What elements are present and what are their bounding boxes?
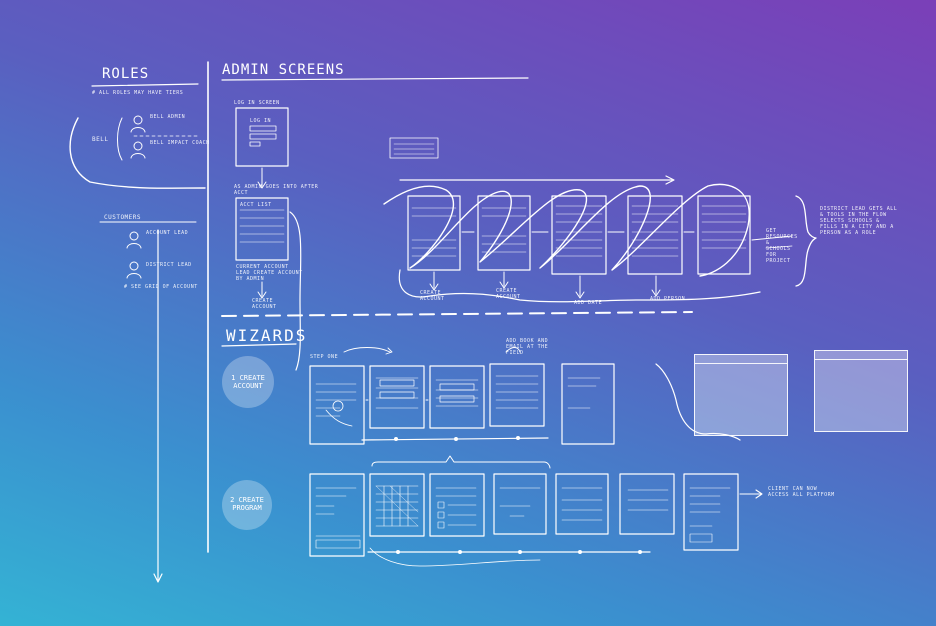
wizard-step-1-circle xyxy=(222,356,274,408)
flow-note-1: CREATE ACCOUNT xyxy=(420,290,445,302)
roles-note: # ALL ROLES MAY HAVE TIERS xyxy=(92,90,184,96)
client-note: CLIENT CAN NOW ACCESS ALL PLATFORM xyxy=(768,486,835,498)
wizard-step-note-2: ADD BOOK AND EMAIL AT THE FIELD xyxy=(506,338,549,356)
role-item-bell-admin: BELL ADMIN xyxy=(150,114,186,120)
wizard-step-1-text: CREATE ACCOUNT xyxy=(233,374,265,390)
customer-item-district-lead: DISTRICT LEAD xyxy=(146,262,192,268)
placeholder-panel-1 xyxy=(694,354,788,436)
flow-note-3: ADD PERSON xyxy=(650,296,686,302)
customers-title: CUSTOMERS xyxy=(104,214,142,221)
roles-group-label: BELL xyxy=(92,136,109,143)
placeholder-panel-2 xyxy=(814,350,908,432)
wizard-step-2-circle xyxy=(222,480,272,530)
wizard-step-2-label: 2 CREATE PROGRAM xyxy=(226,496,268,512)
create-account-label: CREATE ACCOUNT xyxy=(252,298,277,310)
district-lead-note: DISTRICT LEAD GETS ALL & TOOLS IN THE FL… xyxy=(820,206,898,236)
flow-note-2: ADD DATE xyxy=(574,300,603,306)
role-item-impact-coach: BELL IMPACT COACH xyxy=(150,140,210,146)
admin-acct-list-label: ACCT LIST xyxy=(240,202,272,208)
wizards-title: WIZARDS xyxy=(226,326,308,345)
wizard-step-1-label: 1 CREATE ACCOUNT xyxy=(226,374,270,390)
login-box-label: LOG IN xyxy=(250,118,272,124)
roles-title: ROLES xyxy=(102,66,150,82)
wizard-step-2-text: CREATE PROGRAM xyxy=(232,496,264,512)
wizard-step-2-number: 2 xyxy=(230,496,235,504)
customer-item-account-lead: ACCOUNT LEAD xyxy=(146,230,189,236)
admin-screens-title: ADMIN SCREENS xyxy=(222,62,345,78)
lead-note: CURRENT ACCOUNT LEAD CREATE ACCOUNT BY A… xyxy=(236,264,303,282)
login-screen-label: LOG IN SCREEN xyxy=(234,100,280,106)
admin-note: AS ADMIN GOES INTO AFTER ACCT xyxy=(234,184,319,196)
resources-note: GET RESOURCES & SCHOOLS FOR PROJECT xyxy=(766,228,798,264)
flow-note-4: CREATE ACCOUNT xyxy=(496,288,521,300)
customers-note: # SEE GRID OF ACCOUNT xyxy=(124,284,198,290)
wizard-step-1-number: 1 xyxy=(231,374,236,382)
wizard-step-note-1: STEP ONE xyxy=(310,354,339,360)
